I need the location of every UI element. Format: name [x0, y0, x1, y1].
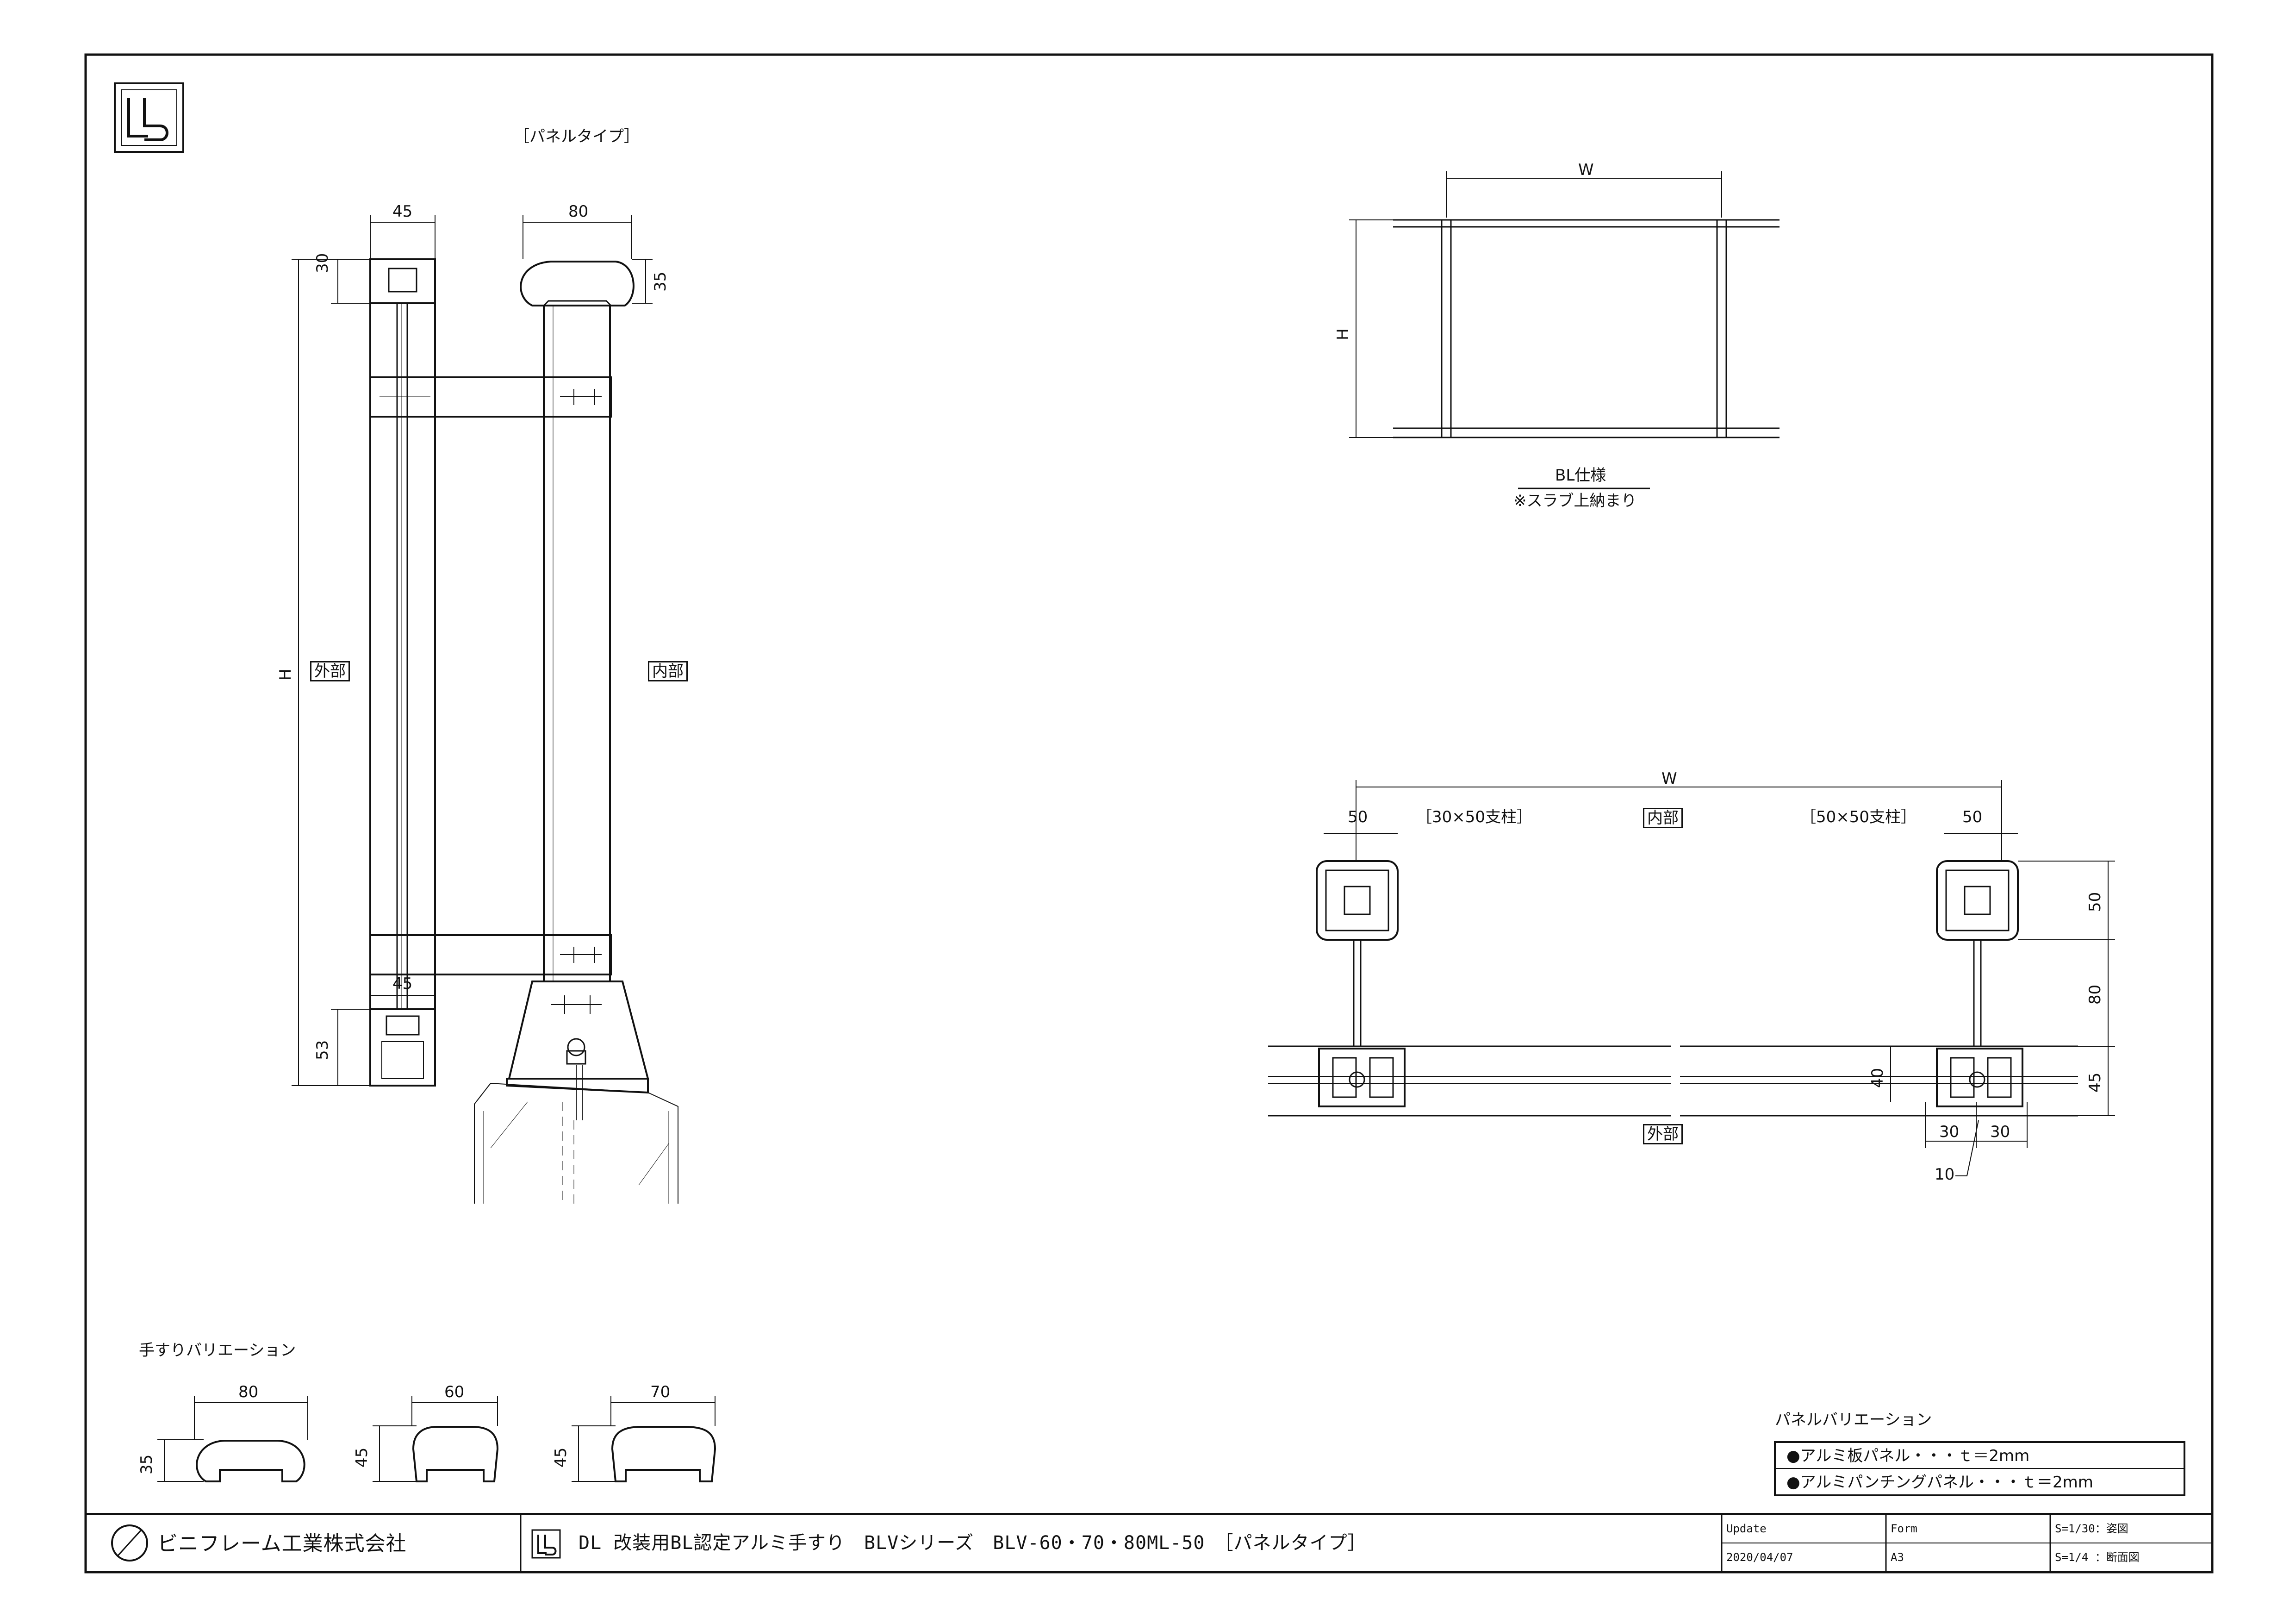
company-name: ビニフレーム工業株式会社	[157, 1532, 407, 1555]
panel-variation-2: ●アルミパンチングパネル・・・ｔ＝2mm	[1786, 1473, 2093, 1492]
plan-section-view	[1268, 780, 2115, 1176]
rail-width-dim: 80	[568, 202, 589, 221]
company-logo-icon	[111, 1524, 148, 1562]
top-height-dim: 30	[313, 253, 332, 273]
form-value: A3	[1891, 1551, 1904, 1564]
form-label: Form	[1891, 1522, 1917, 1535]
handrail-3-width: 70	[650, 1383, 671, 1401]
lb-logo-icon	[114, 82, 184, 153]
elevation-note: ※スラブ上納まり	[1513, 492, 1637, 510]
elevation-height-dim: H	[1334, 328, 1352, 340]
handrail-1-width: 80	[238, 1383, 259, 1401]
title-lb-logo-icon	[531, 1529, 561, 1559]
interior-label: 内部	[648, 661, 688, 681]
panel-offset-dim: 40	[1868, 1068, 1887, 1088]
overall-height-dim: H	[276, 668, 295, 681]
rail-height-dim: 35	[651, 271, 670, 292]
handrail-variations-view	[157, 1396, 716, 1482]
bottom-width-dim: 45	[392, 974, 413, 993]
post-depth-dim: 50	[2086, 892, 2104, 912]
drawing-title: DL 改装用BL認定アルミ手すり BLVシリーズ BLV-60・70・80ML-…	[579, 1532, 1367, 1554]
frame-depth-dim: 45	[2086, 1072, 2104, 1093]
scale-elevation: S=1/30：姿図	[2055, 1522, 2128, 1535]
update-date: 2020/04/07	[1726, 1551, 1793, 1564]
handrail-3-height: 45	[552, 1447, 570, 1468]
left-post-width-dim: 50	[1348, 808, 1368, 826]
handrail-variations-title: 手すりバリエーション	[139, 1341, 296, 1360]
elevation-view	[1349, 171, 1780, 489]
elevation-caption: BL仕様	[1555, 466, 1606, 485]
handrail-1-height: 35	[137, 1454, 156, 1474]
right-post-width-dim: 50	[1962, 808, 1983, 826]
left-offset-dim: 30	[1939, 1123, 1960, 1141]
plan-interior-label: 内部	[1643, 808, 1683, 828]
sheet-border	[84, 53, 2214, 1574]
panel-type-label: ［パネルタイプ］	[514, 127, 640, 146]
update-label: Update	[1726, 1522, 1767, 1535]
left-post-label: ［30×50支柱］	[1416, 808, 1533, 826]
plan-width-dim: W	[1661, 769, 1677, 788]
right-offset-dim: 30	[1990, 1123, 2010, 1141]
plan-exterior-label: 外部	[1643, 1124, 1683, 1144]
arm-length-dim: 80	[2086, 984, 2104, 1005]
panel-variations-title: パネルバリエーション	[1775, 1411, 1932, 1429]
elevation-width-dim: W	[1578, 161, 1594, 179]
side-section-view	[292, 215, 678, 1204]
post-width-dim: 45	[392, 202, 413, 221]
panel-variation-1: ●アルミ板パネル・・・ｔ＝2mm	[1786, 1447, 2030, 1465]
scale-section: S=1/4 ：断面図	[2055, 1551, 2140, 1564]
handrail-2-width: 60	[444, 1383, 465, 1401]
gap-dim: 10	[1935, 1165, 1955, 1184]
exterior-label: 外部	[310, 661, 350, 681]
handrail-2-height: 45	[353, 1447, 371, 1468]
right-post-label: ［50×50支柱］	[1800, 808, 1917, 826]
bottom-height-dim: 53	[313, 1040, 332, 1060]
